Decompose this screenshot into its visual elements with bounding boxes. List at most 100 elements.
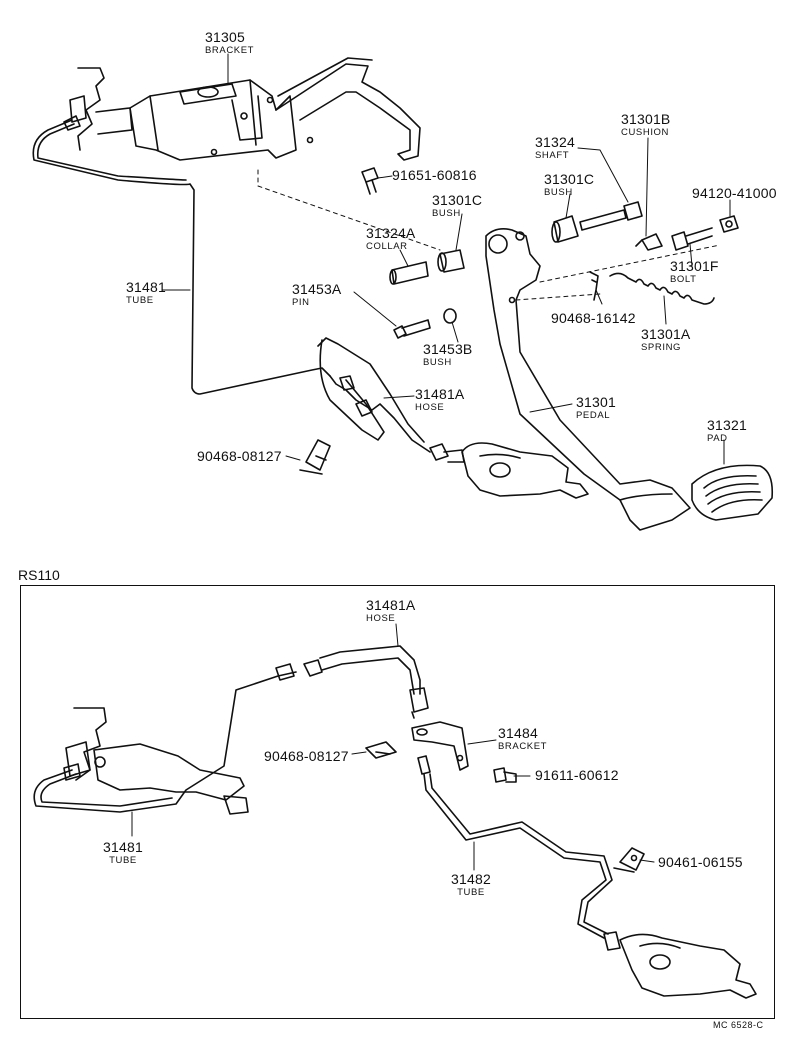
callout-clip-90468-08127: 90468-08127	[197, 449, 282, 463]
part-description: SHAFT	[535, 150, 570, 161]
tube-31481-drawing	[32, 115, 331, 395]
inset-firewall-drawing	[65, 707, 249, 815]
bracket-drawing	[129, 57, 421, 161]
part-number: 31324	[535, 134, 575, 150]
part-number: 31453A	[292, 281, 342, 297]
clip-90468-08127-drawing	[299, 439, 331, 475]
part-description: PIN	[292, 297, 310, 308]
part-description: BOLT	[670, 274, 697, 285]
assembly-guide-lines	[257, 169, 721, 301]
part-description: PAD	[707, 433, 728, 444]
callout-collar-31324a: 31324A COLLAR	[366, 226, 415, 252]
pedal-drawing	[485, 228, 691, 531]
bush-31453b-drawing	[443, 308, 457, 324]
part-description: HOSE	[366, 613, 396, 624]
callout-pin-31453a: 31453A PIN	[292, 282, 341, 308]
callout-bolt-91651-60816: 91651-60816	[392, 168, 477, 182]
inset-master-cylinder-drawing	[603, 931, 757, 999]
callout-pad-31321: 31321 PAD	[707, 418, 747, 444]
part-number: 31301F	[670, 258, 719, 274]
callout-bracket-31305: 31305 BRACKET	[205, 30, 254, 56]
part-number: 31301A	[641, 326, 691, 342]
part-description: BUSH	[432, 208, 461, 219]
drawing-code: MC 6528-C	[713, 1020, 764, 1030]
part-number: 91611-60612	[535, 767, 619, 783]
part-description: BRACKET	[205, 45, 255, 56]
inset-tube-31481-drawing	[33, 663, 297, 813]
part-number: 90468-08127	[197, 448, 282, 464]
callout-pedal-31301: 31301 PEDAL	[576, 395, 616, 421]
part-number: 91651-60816	[392, 167, 477, 183]
inset-leader-lines	[131, 623, 655, 871]
part-description: TUBE	[457, 887, 485, 898]
bolt-31301f-drawing	[671, 227, 713, 251]
inset-callout-tube-31481: 31481 TUBE	[103, 840, 143, 866]
part-number: 31481A	[415, 386, 465, 402]
part-description: COLLAR	[366, 241, 408, 252]
pin-drawing	[393, 319, 431, 339]
inset-clip-90461-drawing	[613, 847, 645, 873]
bolt-91651-60816-drawing	[361, 167, 379, 195]
part-description: TUBE	[109, 855, 137, 866]
inset-callout-clip-90461-06155: 90461-06155	[658, 855, 743, 869]
part-number: 31324A	[366, 225, 416, 241]
inset-hose-drawing	[303, 645, 429, 719]
part-description: BUSH	[423, 357, 452, 368]
part-number: 31453B	[423, 341, 473, 357]
callout-hose-31481a: 31481A HOSE	[415, 387, 464, 413]
part-description: SPRING	[641, 342, 682, 353]
part-number: 90468-08127	[264, 748, 349, 764]
part-number: 90468-16142	[551, 310, 636, 326]
inset-callout-bolt-91611-60612: 91611-60612	[535, 768, 619, 782]
bush-lower-drawing	[437, 249, 465, 273]
callout-bush-31301c-lower: 31301C BUSH	[432, 193, 482, 219]
part-number: 31481A	[366, 597, 416, 613]
part-description: PEDAL	[576, 410, 611, 421]
inset-tube-31482-drawing	[417, 755, 613, 939]
inset-bracket-drawing	[411, 721, 469, 771]
inset-clip-drawing	[365, 741, 397, 759]
clip-90468-16142-drawing	[589, 271, 599, 301]
spring-drawing	[609, 272, 715, 305]
part-number: 31484	[498, 725, 538, 741]
inset-callout-clip-90468-08127: 90468-08127	[264, 749, 349, 763]
part-description: HOSE	[415, 402, 445, 413]
part-number: 31481	[126, 279, 166, 295]
callout-cushion-31301b: 31301B CUSHION	[621, 112, 670, 138]
inset-title: RS110	[18, 567, 60, 583]
firewall-panel-drawing	[69, 67, 133, 151]
hose-drawing	[317, 337, 465, 463]
inset-frame	[20, 585, 775, 1019]
part-number: 31481	[103, 839, 143, 855]
part-description: TUBE	[126, 295, 154, 306]
part-description: BRACKET	[498, 741, 548, 752]
part-number: 31301C	[544, 171, 595, 187]
part-description: BUSH	[544, 187, 573, 198]
shaft-drawing	[579, 201, 643, 231]
leader-lines	[161, 53, 731, 465]
callout-shaft-31324: 31324 SHAFT	[535, 135, 575, 161]
callout-bolt-31301f: 31301F BOLT	[670, 259, 719, 285]
inset-bolt-drawing	[493, 767, 517, 783]
part-number: 31321	[707, 417, 747, 433]
bush-upper-drawing	[551, 215, 579, 243]
part-number: 31305	[205, 29, 245, 45]
part-number: 31482	[451, 871, 491, 887]
pad-drawing	[691, 464, 774, 521]
part-number: 31301	[576, 394, 616, 410]
nut-drawing	[719, 215, 739, 233]
master-cylinder-drawing	[461, 442, 589, 499]
inset-callout-hose-31481a: 31481A HOSE	[366, 598, 415, 624]
callout-bush-31453b: 31453B BUSH	[423, 342, 472, 368]
part-number: 31301C	[432, 192, 483, 208]
inset-callout-tube-31482: 31482 TUBE	[451, 872, 491, 898]
callout-clip-90468-16142: 90468-16142	[551, 311, 636, 325]
callout-spring-31301a: 31301A SPRING	[641, 327, 690, 353]
part-number: 94120-41000	[692, 185, 777, 201]
callout-bush-31301c-upper: 31301C BUSH	[544, 172, 594, 198]
inset-callout-bracket-31484: 31484 BRACKET	[498, 726, 547, 752]
callout-nut-94120-41000: 94120-41000	[692, 186, 777, 200]
callout-tube-31481: 31481 TUBE	[126, 280, 166, 306]
part-number: 90461-06155	[658, 854, 743, 870]
